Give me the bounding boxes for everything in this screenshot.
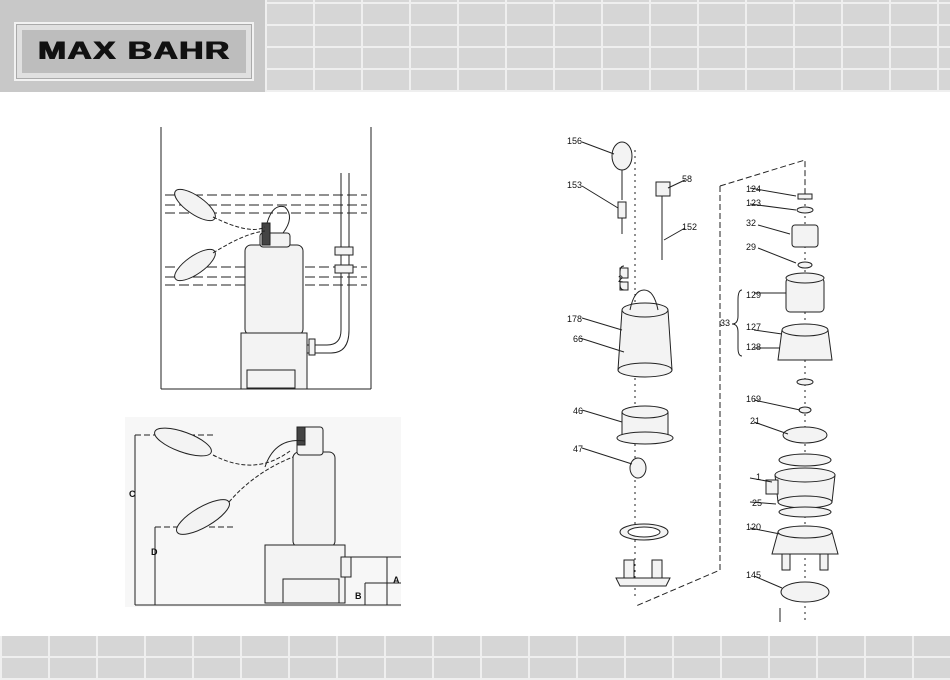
callout-153: 153 xyxy=(567,180,582,190)
callout-1: 1 xyxy=(756,472,761,482)
callout-25: 25 xyxy=(752,498,762,508)
callout-2: 2 xyxy=(618,274,623,284)
callout-58: 58 xyxy=(682,174,692,184)
callout-123: 123 xyxy=(746,198,761,208)
exploded-view: 156 153 58 152 2 178 66 46 47 124 123 32… xyxy=(560,130,850,635)
dim-label-b: B xyxy=(355,591,362,601)
callout-66: 66 xyxy=(573,334,583,344)
callout-124: 124 xyxy=(746,184,761,194)
header-brick-band xyxy=(265,0,950,92)
callout-46: 46 xyxy=(573,406,583,416)
callout-120: 120 xyxy=(746,522,761,532)
callout-156: 156 xyxy=(567,136,582,146)
logo-panel: MAX BAHR xyxy=(0,0,265,92)
callout-145: 145 xyxy=(746,570,761,580)
brand-logo: MAX BAHR xyxy=(38,37,231,66)
callout-21: 21 xyxy=(750,416,760,426)
dim-label-d: D xyxy=(151,547,158,557)
callout-178: 178 xyxy=(567,314,582,324)
callout-152: 152 xyxy=(682,222,697,232)
footer-brick-band xyxy=(0,636,950,680)
callout-169: 169 xyxy=(746,394,761,404)
callout-29: 29 xyxy=(746,242,756,252)
callout-129: 129 xyxy=(746,290,761,300)
dimension-diagram: C D A B xyxy=(125,417,401,607)
installation-diagram xyxy=(155,125,377,390)
callout-128: 128 xyxy=(746,342,761,352)
dim-label-c: C xyxy=(129,489,136,499)
callout-33: 33 xyxy=(720,318,730,328)
dim-label-a: A xyxy=(393,575,400,585)
logo-inner: MAX BAHR xyxy=(22,30,246,73)
callout-127: 127 xyxy=(746,322,761,332)
logo-frame: MAX BAHR xyxy=(14,22,254,81)
callout-47: 47 xyxy=(573,444,583,454)
callout-32: 32 xyxy=(746,218,756,228)
